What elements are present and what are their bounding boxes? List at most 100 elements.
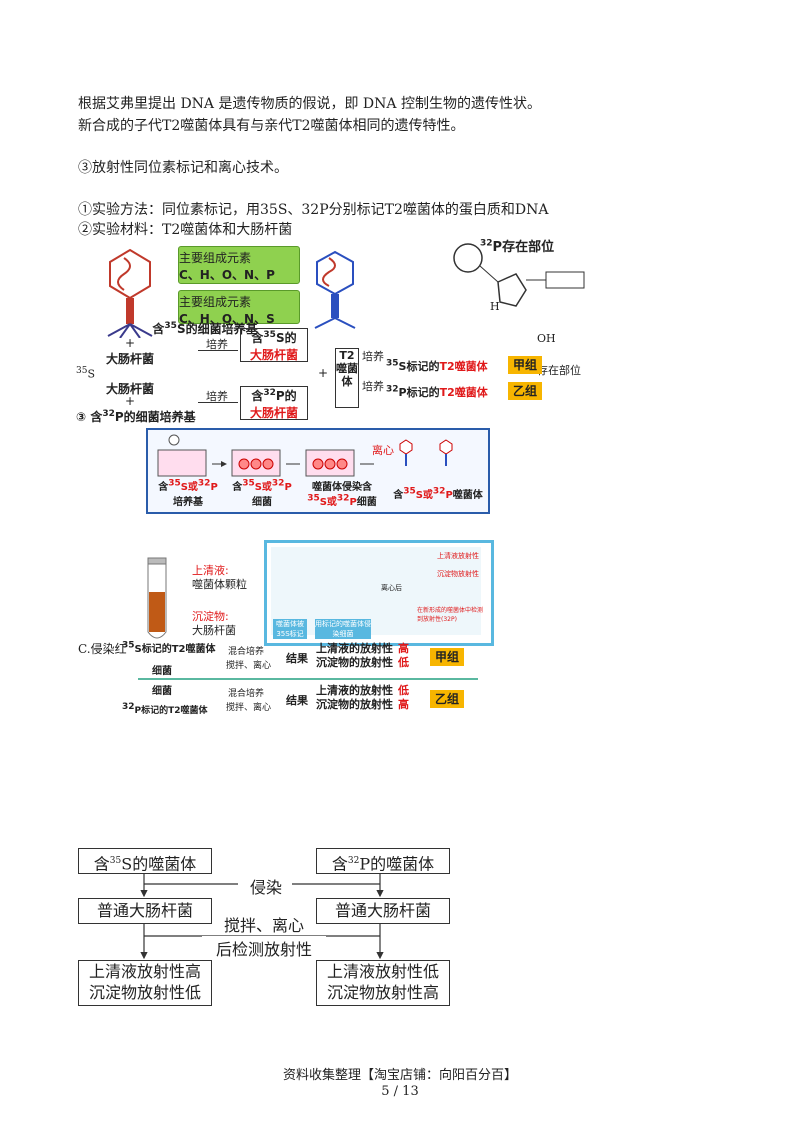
box-label-6: 在新形成的噬菌体中检测到放射性(32P) — [417, 607, 484, 623]
box-label-2: 用标记的噬菌体侵染细菌 — [315, 619, 371, 639]
flow-right-b1: 上清液放射性低 — [326, 962, 439, 981]
flow-left-top: 含35S的噬菌体 — [78, 848, 212, 874]
mix-1: 混合培养 — [228, 647, 265, 657]
row2-top: 细菌 — [152, 686, 172, 697]
s-labeled: 35S标记的T2噬菌体 — [386, 358, 488, 373]
group-a-tag: 甲组 — [508, 356, 542, 374]
process-panel: 离心 含35S或32P 培养基 含35S或32P 细菌 噬菌体侵染含 35S或3… — [146, 428, 490, 514]
p-location-text: 存在部位 — [502, 240, 555, 255]
row2-left: 32P标记的T2噬菌体 — [122, 702, 208, 716]
tube-diagram: 上清液: 噬菌体颗粒 沉淀物: 大肠杆菌 — [140, 556, 280, 646]
text-method: ①实验方法：同位素标记，用35S、32P分别标记T2噬菌体的蛋白质和DNA — [78, 202, 549, 218]
labeling-diagram: 主要组成元素 C、H、O、N、P 主要组成元素 C、H、O、N、S 32P存在部… — [76, 239, 590, 540]
flow-chart: 含35S的噬菌体 含32P的噬菌体 侵染 普通大肠杆菌 普通大肠杆菌 搅拌、离心… — [78, 846, 450, 1006]
p-bacteria-box: 含32P的 大肠杆菌 — [240, 386, 308, 420]
high-2: 高 — [398, 698, 409, 711]
results-diagram: C.侵染红 35S标记的T2噬菌体 C.侵染红 细菌 混合培养 搅拌、离心 结果… — [78, 640, 478, 720]
row1-left: 35S标记的T2噬菌体 — [122, 640, 216, 655]
s-bact-top: 含35S的 — [251, 330, 297, 345]
flow-right-top: 含32P的噬菌体 — [316, 848, 450, 874]
centrifuge-label: 离心 — [372, 444, 394, 457]
page-number: 5 / 13 — [381, 1084, 419, 1099]
flow-right-b2: 沉淀物放射性高 — [326, 983, 439, 1002]
h-label: H — [490, 300, 500, 313]
circle-3: ③ — [76, 410, 87, 424]
culture-2: 培养 — [362, 350, 384, 363]
t2-box: T2噬菌体 — [335, 348, 359, 408]
culture-4: 培养 — [206, 390, 228, 403]
results-prefix: C.侵染红 — [78, 642, 127, 656]
row1-bottom: 细菌 — [152, 666, 172, 677]
low-1: 低 — [398, 656, 409, 669]
s-bact-bot: 大肠杆菌 — [249, 348, 298, 362]
medium-p: ③ 含32P的细菌培养基 — [76, 409, 196, 424]
sed-1: 沉淀物的放射性 — [316, 656, 393, 669]
elements-s: C、H、O、N、S — [179, 312, 275, 326]
text-item-3: ③放射性同位素标记和离心技术。 — [78, 160, 288, 176]
low-2: 低 — [398, 684, 409, 697]
stir-1: 搅拌、离心 — [226, 661, 272, 671]
elements-p: C、H、O、N、P — [179, 268, 275, 282]
box-label-1: 噬菌体被35S标记 — [273, 619, 307, 639]
phage-icon-blue — [314, 250, 356, 329]
green-title: 主要组成元素 — [179, 251, 252, 265]
green-title-2: 主要组成元素 — [179, 295, 252, 309]
box-label-3: 离心后 — [381, 584, 402, 592]
process-icons — [157, 434, 453, 477]
flow-left-bottom: 上清液放射性高 沉淀物放射性低 — [78, 960, 212, 1006]
group-b-result: 乙组 — [430, 690, 464, 708]
step-1: 含35S或32P 培养基 — [158, 478, 218, 508]
divider — [138, 678, 478, 680]
supernatant-label: 上清液: — [192, 564, 229, 577]
step-4: 含35S或32P噬菌体 — [393, 486, 483, 501]
result-1: 结果 — [286, 652, 308, 665]
sediment-label: 沉淀物: — [192, 610, 229, 623]
supernatant-content: 噬菌体颗粒 — [192, 578, 247, 591]
oh-label: OH — [537, 332, 556, 345]
flow-left-mid: 普通大肠杆菌 — [78, 898, 212, 924]
high-1: 高 — [398, 642, 409, 655]
ecoli-1: 大肠杆菌 — [105, 352, 154, 366]
flow-left-b1: 上清液放射性高 — [88, 962, 201, 981]
result-2: 结果 — [286, 694, 308, 707]
phage-icon — [107, 248, 153, 338]
flow-detect: 后检测放射性 — [202, 936, 326, 960]
group-a-result: 甲组 — [430, 648, 464, 666]
arrow-1 — [198, 350, 238, 351]
flow-right-bottom: 上清液放射性低 沉淀物放射性高 — [316, 960, 450, 1006]
text-line-2: 新合成的子代T2噬菌体具有与亲代T2噬菌体相同的遗传特性。 — [78, 118, 465, 134]
p-bact-bot: 大肠杆菌 — [249, 406, 298, 420]
culture-3: 培养 — [362, 380, 384, 393]
plus-2: + — [124, 394, 136, 408]
culture-1: 培养 — [206, 338, 228, 351]
nucleotide-icon — [453, 243, 585, 307]
element-box-s: 主要组成元素 C、H、O、N、S — [178, 290, 300, 326]
group-b-tag: 乙组 — [508, 382, 542, 400]
plus-1: + — [124, 336, 136, 350]
step-3: 噬菌体侵染含 35S或32P细菌 — [307, 482, 377, 508]
tube-icon — [147, 557, 167, 639]
sup-2: 上清液的放射性 — [316, 684, 393, 697]
p-bact-top: 含32P的 — [251, 388, 297, 403]
t2-b: T2噬菌体 — [439, 386, 488, 399]
sup-1: 上清液的放射性 — [316, 642, 393, 655]
sed-2: 沉淀物的放射性 — [316, 698, 393, 711]
arrow-2 — [198, 402, 238, 403]
p-location-label: 32P存在部位 — [480, 238, 555, 255]
footer-source: 资料收集整理【淘宝店铺：向阳百分百】 — [282, 1068, 517, 1083]
mix-2: 混合培养 — [228, 689, 265, 699]
flow-left-b2: 沉淀物放射性低 — [88, 983, 201, 1002]
t2-a: T2噬菌体 — [439, 360, 488, 373]
box-label-5: 沉淀物放射性 — [437, 570, 479, 578]
ecoli-2: 大肠杆菌 — [105, 382, 154, 396]
text-material: ②实验材料：T2噬菌体和大肠杆菌 — [78, 222, 293, 238]
side-s: 35S — [76, 366, 95, 381]
stir-2: 搅拌、离心 — [226, 703, 272, 713]
step-2: 含35S或32P 细菌 — [232, 478, 292, 508]
right-note: 存在部位 — [537, 364, 581, 377]
box-label-4: 上清液放射性 — [437, 552, 479, 560]
text-line-1: 根据艾弗里提出 DNA 是遗传物质的假说，即 DNA 控制生物的遗传性状。 — [78, 96, 541, 112]
flow-right-mid: 普通大肠杆菌 — [316, 898, 450, 924]
s-bacteria-box: 含35S的 大肠杆菌 — [240, 328, 308, 362]
plus-mid: + — [318, 366, 329, 380]
